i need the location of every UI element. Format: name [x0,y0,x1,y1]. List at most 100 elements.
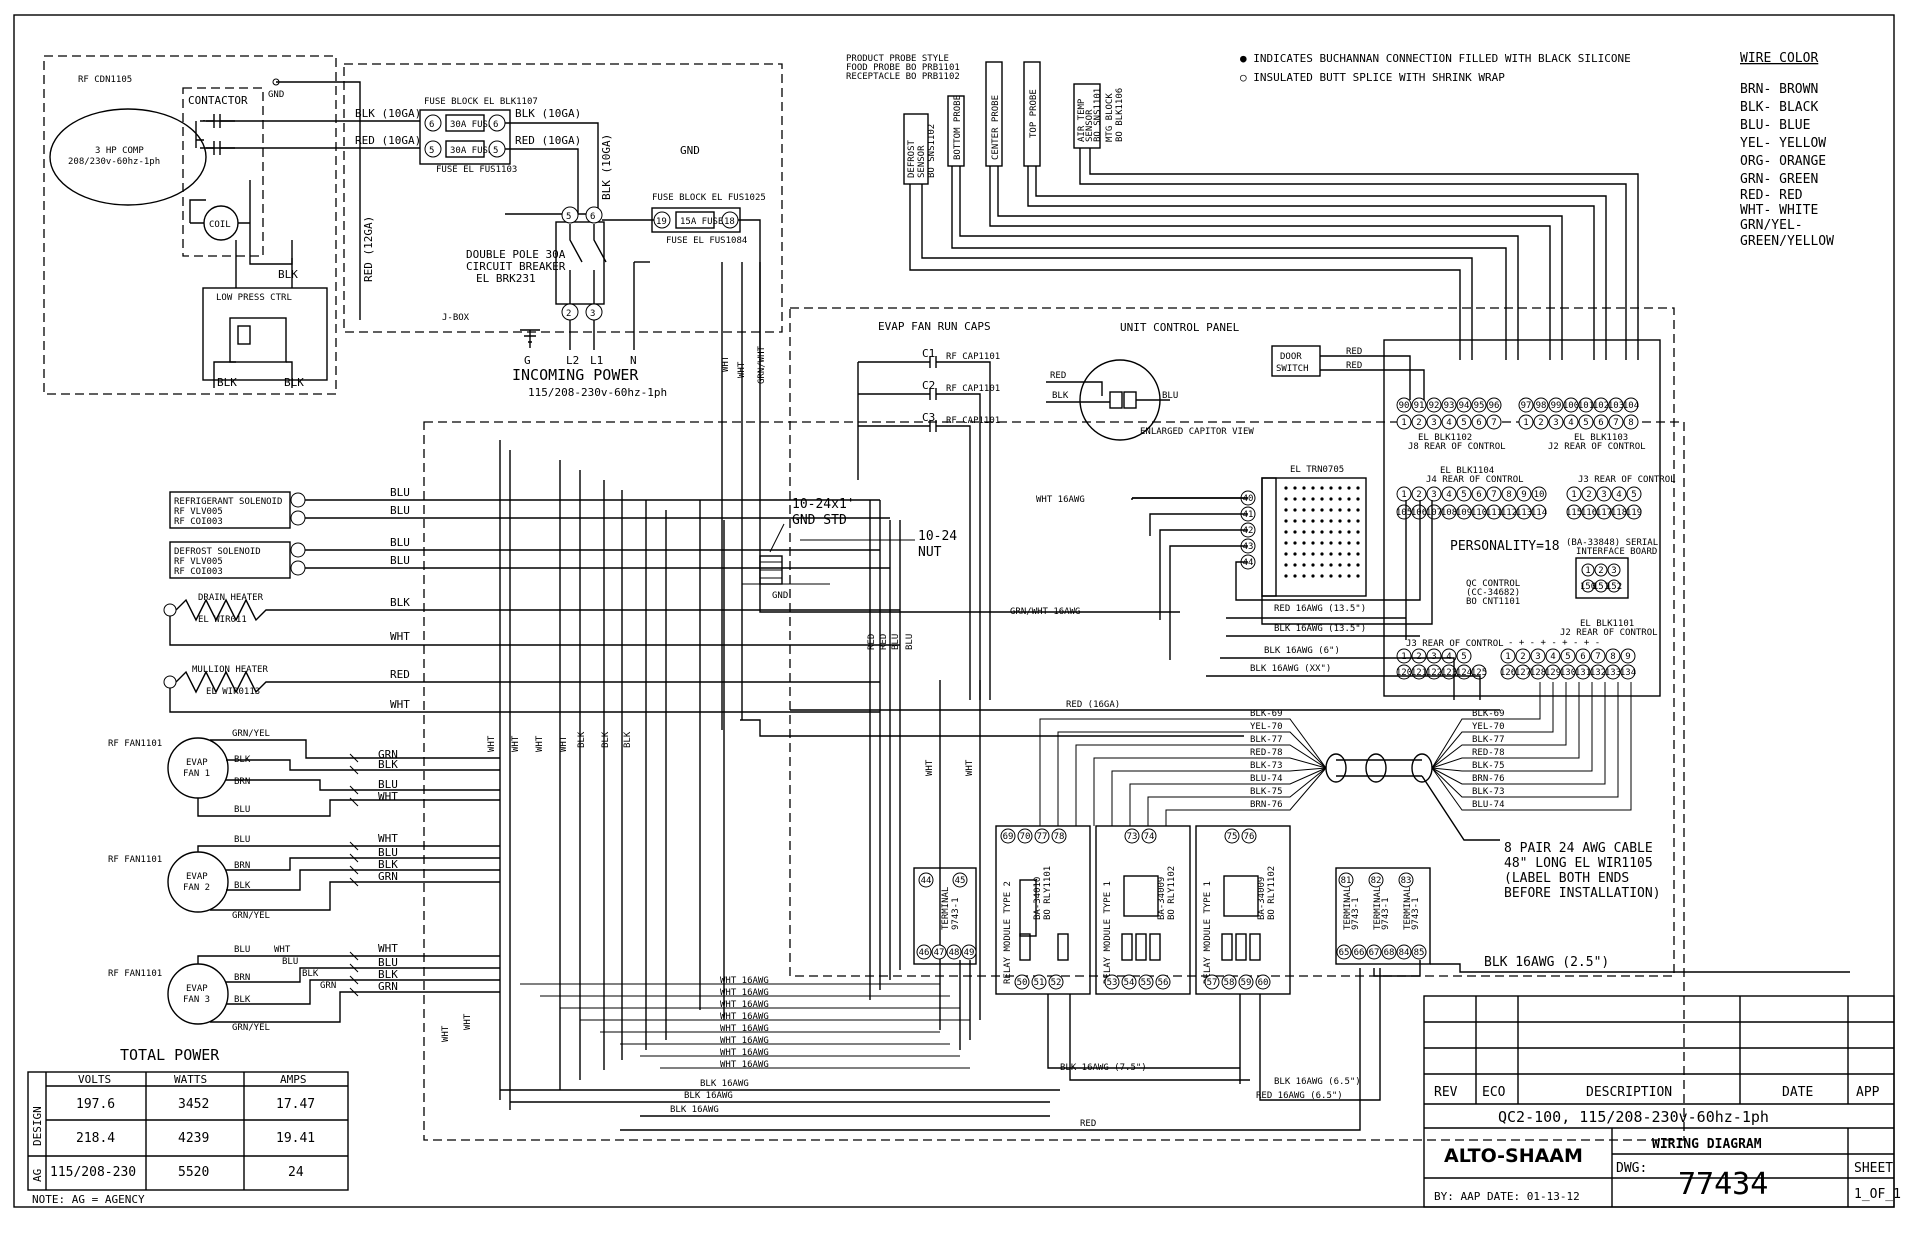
vent-dot [1284,508,1288,512]
evap-fan-3 [167,963,229,1025]
vent-dot [1338,508,1342,512]
j2-num-label: 2 [1538,418,1543,428]
trunk-label: RED [867,634,877,650]
j2-pin-label: 99 [1551,401,1562,411]
relay-part: BO RLY1101 [1043,866,1053,920]
trunk-label: WHT [463,1013,473,1030]
trunk-label: WHT [965,759,975,776]
bottom-probe [947,95,965,167]
fuse-wires [505,122,599,215]
door-switch-label: DOOR [1280,352,1302,362]
breaker-term-label: 6 [590,212,595,222]
j2b-pin-label: 126 [1500,668,1516,678]
qc-label: QC CONTROL [1466,579,1520,589]
contactor-enclosure [182,87,264,257]
relay-contact [1235,933,1247,961]
fan-wire: BLK [234,995,251,1005]
transformer-pin-label: 44 [1243,558,1254,568]
vent-dot [1311,574,1315,578]
terminal-pin-label: 84 [1399,948,1410,958]
relay-pin-label: 57 [1207,978,1218,988]
compressor-spec: 208/230v-60hz-1ph [68,157,160,167]
j4-pin-label: 114 [1531,508,1547,518]
vent-dot [1338,563,1342,567]
harness-wire [1147,767,1327,826]
j3-num [1611,486,1627,502]
trunk-wires: WHT WHT WHT WHT BLK BLK BLK RED RED BLU … [441,262,1244,1110]
fan-label: FAN 2 [183,883,210,893]
harness-wire-label: BLK-73 [1472,787,1505,797]
air-sensor [1073,83,1101,149]
low-press-switch [229,317,287,363]
j2-pin [1563,397,1579,413]
vent-dot [1302,541,1306,545]
vent-dot [1311,519,1315,523]
terminal-label: 9743-1 [1351,897,1361,930]
j2b-num-label: 8 [1610,652,1615,662]
wire-label: WHT [390,698,410,711]
trunk-label: BLK [623,731,633,748]
terminal-pin [1351,944,1367,960]
j8-pin [1456,397,1472,413]
gnd-nut-label: 10-24 [918,529,957,544]
jbox-section: J-BOX FUSE BLOCK EL BLK1107 30A FUSE 30A… [343,63,783,399]
panel-title: UNIT CONTROL PANEL [1120,321,1240,334]
j8-pin [1486,397,1502,413]
terminal-pin-label: 67 [1369,948,1380,958]
transformer-pin-label: 42 [1243,526,1254,536]
relay-type: RELAY MODULE TYPE 1 [1203,881,1213,984]
j2-num-label: 1 [1523,418,1528,428]
j2-pin-label: 98 [1536,401,1547,411]
vent-dot [1293,486,1297,490]
incoming-power-spec: 115/208-230v-60hz-1ph [528,386,667,399]
fan-wire: WHT [378,942,398,955]
wire-label: WHT 16AWG [720,976,769,986]
relay-coil [1223,875,1259,917]
terminal-pin-label: 48 [949,948,960,958]
relay-pin [1155,974,1171,990]
j8-num-label: 4 [1446,418,1451,428]
harness-wire-label: BRN-76 [1250,800,1283,810]
j3-num-label: 5 [1631,490,1636,500]
j4-num [1516,486,1532,502]
vent-dot [1284,497,1288,501]
relay-contact [1019,933,1031,961]
vent-dot [1302,519,1306,523]
j4-num-label: 9 [1521,490,1526,500]
contactor-label: CONTACTOR [188,94,248,107]
cable-label: 48" LONG EL WIR1105 [1504,856,1653,871]
ref-sol-label: RF COI003 [174,517,223,527]
j4-pin-label: 111 [1486,508,1502,518]
j8-num [1486,414,1502,430]
breaker-label: EL BRK231 [476,272,536,285]
wire-label: BLU [390,536,410,549]
compressor-section: RF CDN1105 3 HP COMP 208/230v-60hz-1ph C… [43,55,420,395]
terminal-pin [1381,944,1397,960]
fan-label: FAN 1 [183,769,210,779]
j2-pin [1623,397,1639,413]
harness-wire [1075,744,1327,826]
relay-type: RELAY MODULE TYPE 1 [1103,881,1113,984]
dwg-number: 77434 [1678,1167,1768,1202]
heater-term [163,603,177,617]
j2-num-label: 4 [1568,418,1573,428]
relay-pin-label: 78 [1054,832,1065,842]
top-probe-label: TOP PROBE [1029,89,1039,138]
vent-dot [1329,541,1333,545]
j3b-pin-label: 122 [1426,668,1442,678]
cap-view-wire: RED [1050,371,1066,381]
harness-wire [1129,767,1327,826]
j4-num-label: 8 [1506,490,1511,500]
fuse2-term-label: 18 [724,217,735,227]
j4-num [1501,486,1517,502]
cap-id: C2 [922,379,935,392]
terminal-pin-label: 83 [1401,876,1412,886]
harness: BLK-69YEL-70BLK-77RED-78BLK-73BLU-74BLK-… [1039,682,1661,901]
trunk-label: BLU [891,634,901,650]
breaker-label: CIRCUIT BREAKER [466,260,566,273]
vent-dot [1347,574,1351,578]
door-switch [1271,345,1321,377]
